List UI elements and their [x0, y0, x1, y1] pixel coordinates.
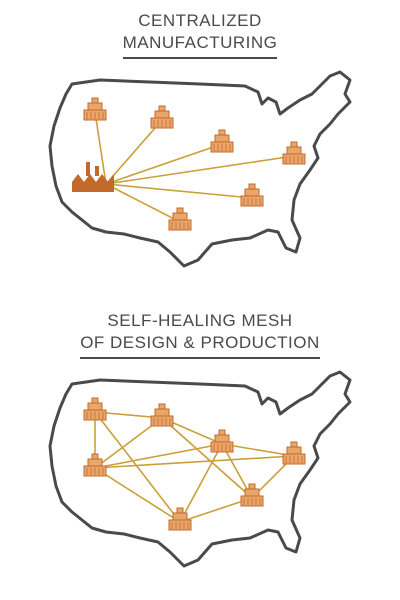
heading-line-2: OF DESIGN & PRODUCTION [80, 332, 320, 359]
building-icon [240, 483, 264, 507]
mesh-us-map [48, 370, 352, 568]
building-icon [83, 397, 107, 421]
heading-line-1: CENTRALIZED [138, 11, 262, 30]
spoke-line [105, 183, 181, 223]
building-nodes [83, 397, 306, 531]
heading-line-1: SELF-HEALING MESH [107, 311, 293, 330]
building-icon [150, 403, 174, 427]
spoke-line [105, 155, 295, 185]
building-icon [282, 141, 306, 165]
centralized-manufacturing-heading: CENTRALIZED MANUFACTURING [0, 10, 400, 59]
mesh-line [94, 467, 181, 523]
spoke-line [94, 111, 107, 185]
self-healing-mesh-heading: SELF-HEALING MESH OF DESIGN & PRODUCTION [0, 310, 400, 359]
building-nodes [83, 97, 306, 231]
mesh-line [161, 417, 253, 499]
building-icon [168, 507, 192, 531]
building-icon [83, 97, 107, 121]
building-icon [168, 207, 192, 231]
building-icon [83, 453, 107, 477]
building-icon [240, 183, 264, 207]
mesh-line [94, 455, 295, 469]
spoke-links [94, 111, 295, 223]
building-icon [282, 441, 306, 465]
factory-icon [72, 162, 114, 192]
mesh-links [94, 411, 295, 523]
mesh-line [94, 443, 223, 469]
centralized-us-map [48, 70, 352, 268]
spoke-line [105, 143, 223, 185]
building-icon [150, 105, 174, 129]
mesh-line [221, 443, 295, 457]
building-icon [210, 429, 234, 453]
mesh-line [179, 443, 223, 523]
mesh-line [94, 411, 181, 523]
spoke-line [105, 119, 163, 185]
mesh-line [179, 497, 253, 523]
spoke-line [105, 183, 253, 199]
building-icon [210, 129, 234, 153]
heading-line-2: MANUFACTURING [122, 32, 278, 59]
